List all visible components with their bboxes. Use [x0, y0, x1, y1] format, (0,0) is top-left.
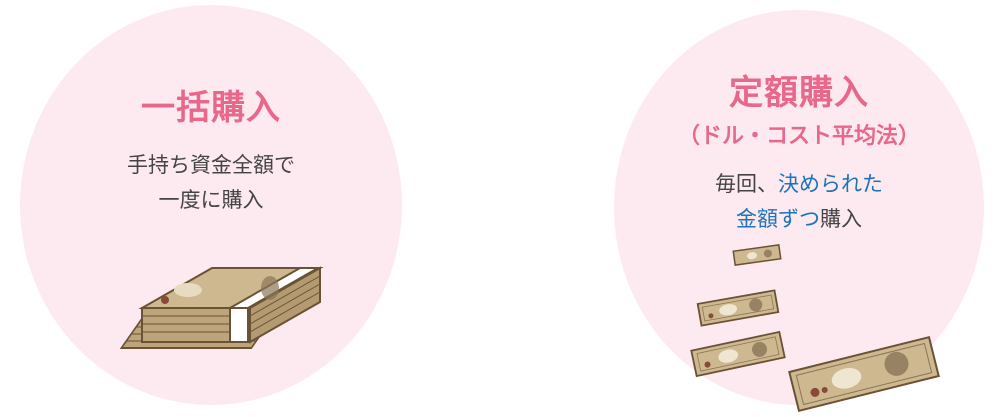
- dca-desc-highlight-1: 決められた: [778, 172, 883, 196]
- lump-sum-desc-line2: 一度に購入: [158, 188, 264, 212]
- dca-desc-highlight-2: 金額ずつ: [736, 207, 820, 231]
- dca-desc-line1: 毎回、決められた: [614, 167, 984, 202]
- dca-desc-line2: 金額ずつ購入: [614, 202, 984, 237]
- dca-desc-prefix: 毎回、: [715, 172, 778, 196]
- dca-subtitle: （ドル・コスト平均法）: [677, 124, 920, 149]
- banknote-icon: [732, 244, 782, 266]
- dca-description: 毎回、決められた 金額ずつ購入: [614, 167, 984, 237]
- lump-sum-description: 手持ち資金全額で 一度に購入: [20, 148, 402, 218]
- banknote-icon: [696, 289, 780, 327]
- banknote-icon: [788, 335, 940, 413]
- lump-sum-title: 一括購入: [141, 88, 281, 128]
- dca-desc-suffix: 購入: [820, 207, 862, 231]
- dca-title: 定額購入: [729, 73, 869, 113]
- banknote-icon: [690, 330, 786, 378]
- lump-sum-desc-line1: 手持ち資金全額で: [127, 153, 295, 177]
- banknote-stack-icon: [119, 266, 324, 349]
